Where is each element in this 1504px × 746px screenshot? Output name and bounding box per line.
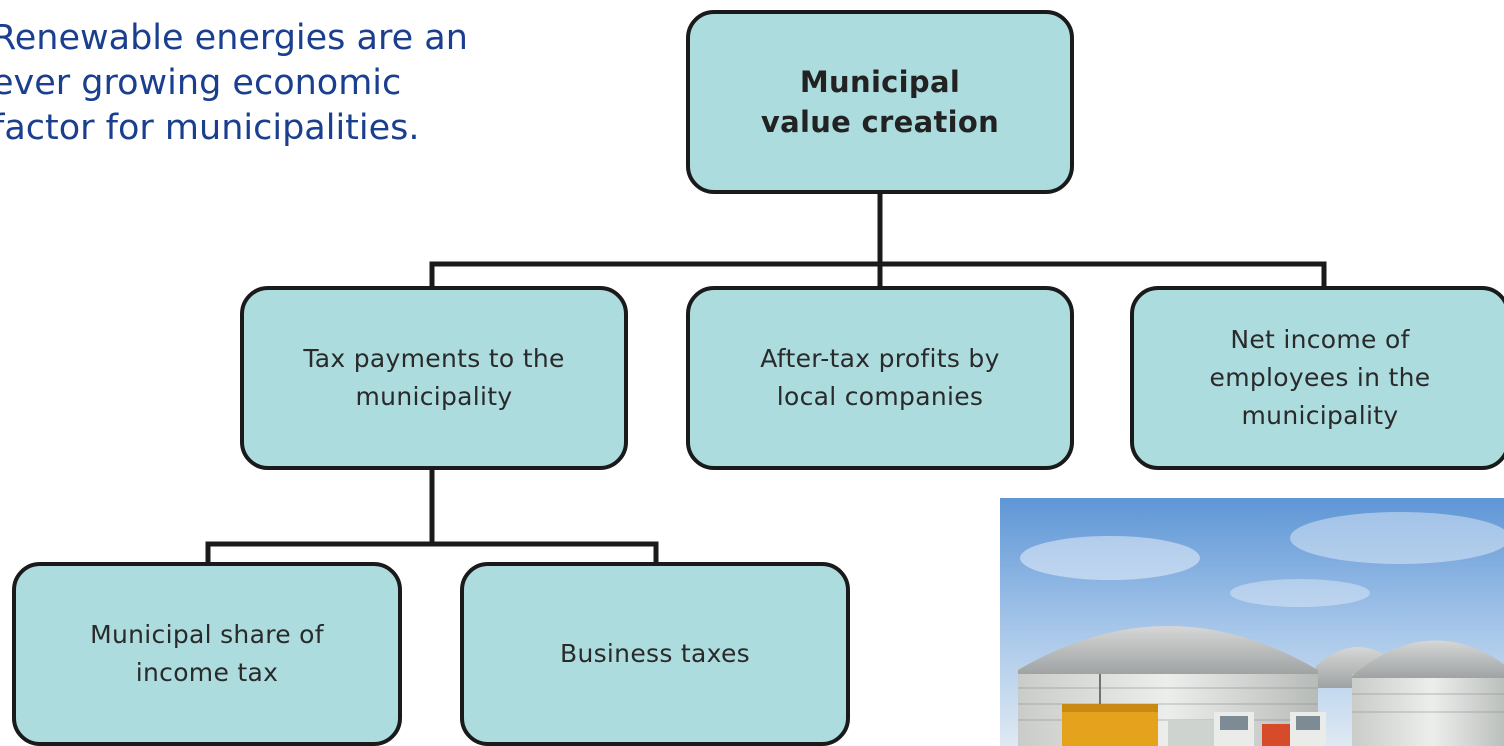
intro-line-1: Renewable energies are an (0, 18, 468, 58)
biogas-plant-photo (1000, 498, 1504, 746)
node-municipal-share-income-tax: Municipal share of income tax (12, 562, 402, 746)
node-share-line-2: income tax (135, 658, 279, 687)
intro-line-2: ever growing economic (0, 63, 402, 103)
node-profits-line-2: local companies (776, 382, 984, 411)
node-income-line-3: municipality (1241, 401, 1399, 430)
node-profits-line-1: After-tax profits by (760, 344, 1000, 373)
intro-text: Renewable energies are an ever growing e… (0, 16, 552, 151)
node-root-line-1: Municipal (799, 65, 961, 99)
node-tax-line-1: Tax payments to the (303, 344, 565, 373)
node-business-line-1: Business taxes (560, 639, 750, 668)
node-income-line-2: employees in the (1209, 363, 1431, 392)
node-business-taxes: Business taxes (460, 562, 850, 746)
node-municipal-value-creation: Municipal value creation (686, 10, 1074, 194)
intro-line-3: factor for municipalities. (0, 108, 420, 148)
node-tax-line-2: municipality (355, 382, 513, 411)
node-share-line-1: Municipal share of (90, 620, 324, 649)
node-root-line-2: value creation (760, 105, 1000, 139)
node-income-line-1: Net income of (1230, 325, 1410, 354)
node-net-income: Net income of employees in the municipal… (1130, 286, 1504, 470)
node-tax-payments: Tax payments to the municipality (240, 286, 628, 470)
node-after-tax-profits: After-tax profits by local companies (686, 286, 1074, 470)
